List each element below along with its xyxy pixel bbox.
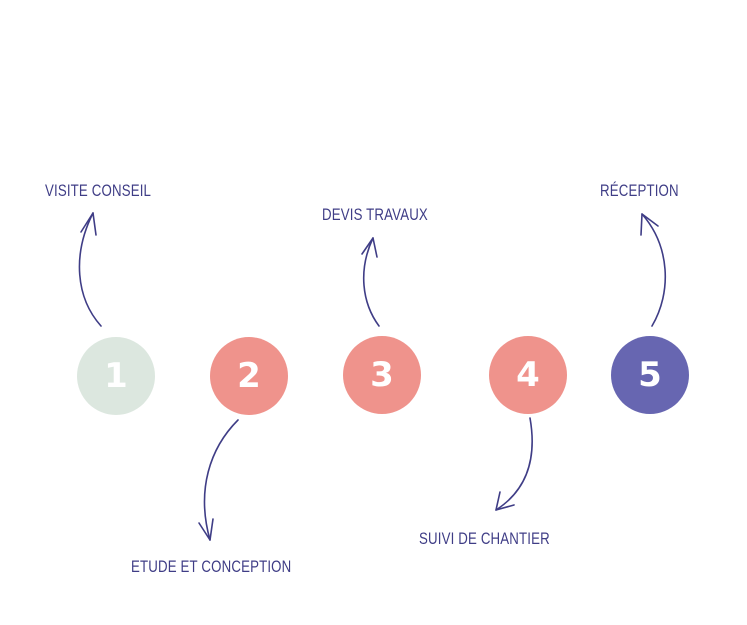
- step-3-label: DEVIS TRAVAUX: [322, 205, 428, 224]
- step-1-number: 1: [104, 356, 128, 396]
- step-2-number: 2: [237, 356, 261, 396]
- step-5-number: 5: [638, 355, 662, 395]
- step-2-circle: 2: [210, 337, 288, 415]
- step-4-circle: 4: [489, 336, 567, 414]
- step-3-number: 3: [370, 355, 394, 395]
- arrow-step-4: [495, 417, 533, 511]
- step-4-number: 4: [516, 355, 540, 395]
- step-3-circle: 3: [343, 336, 421, 414]
- step-1-label: VISITE CONSEIL: [45, 181, 152, 200]
- arrow-step-3: [361, 237, 380, 327]
- step-5-label: RÉCEPTION: [600, 181, 679, 200]
- step-4-label: SUIVI DE CHANTIER: [419, 529, 550, 548]
- step-2-label: ETUDE ET CONCEPTION: [131, 557, 292, 576]
- arrow-step-2: [198, 419, 239, 541]
- step-5-circle: 5: [611, 336, 689, 414]
- arrow-step-1: [78, 212, 102, 327]
- arrow-step-5: [640, 213, 667, 327]
- step-1-circle: 1: [77, 337, 155, 415]
